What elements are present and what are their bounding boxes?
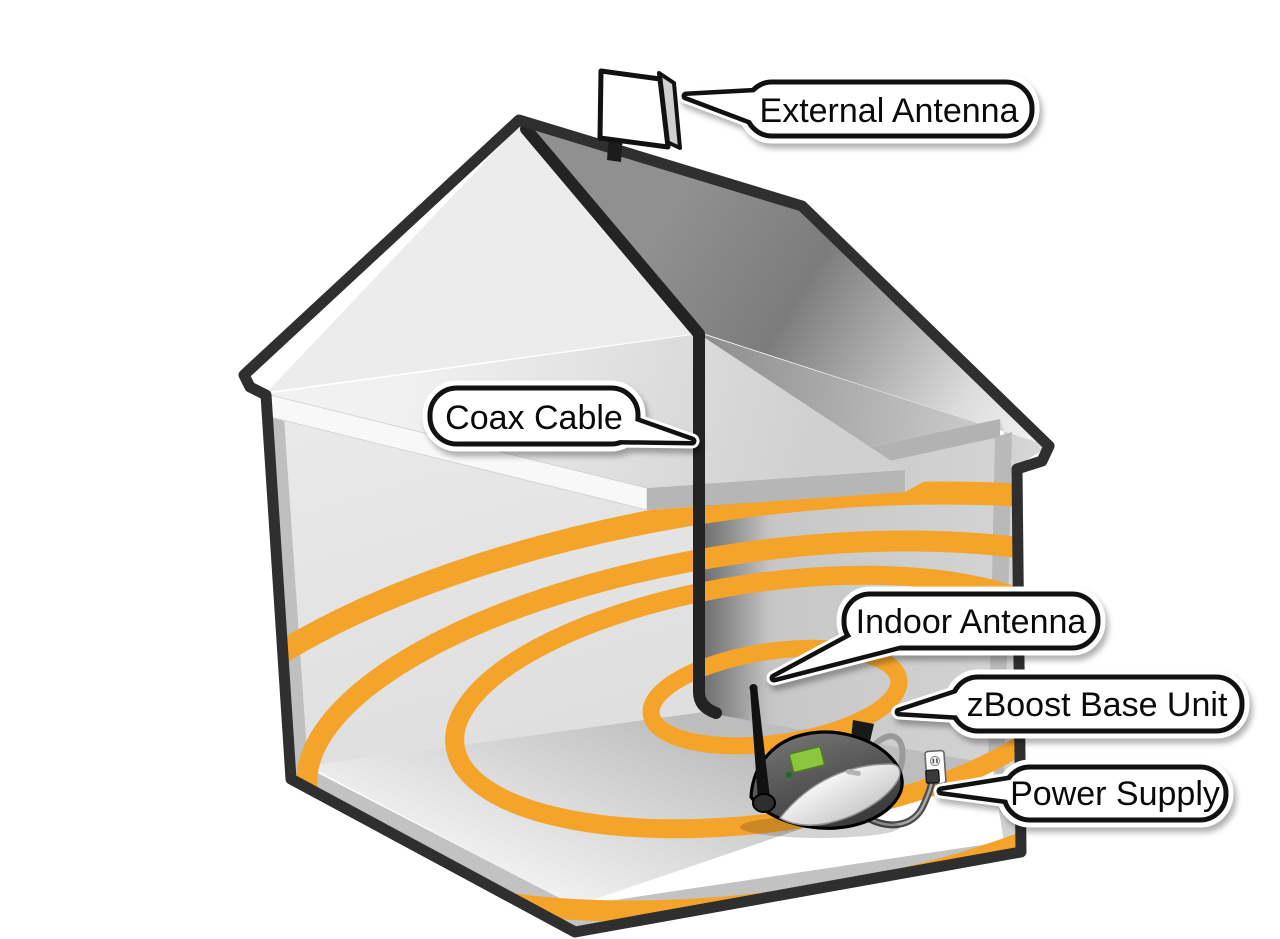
callout-label: zBoost Base Unit — [967, 686, 1228, 724]
callout-label: Coax Cable — [445, 399, 623, 437]
wall-corner-shadow — [703, 488, 768, 726]
callout-bubble — [841, 591, 1101, 651]
callout-label: External Antenna — [760, 92, 1019, 130]
foundation-band — [291, 768, 1021, 932]
signal-wave-4 — [266, 481, 1021, 930]
roof-right-plane — [519, 121, 1049, 446]
indoor-antenna — [750, 686, 770, 801]
base-unit-front-skirt — [778, 763, 901, 826]
outlet-receptacle — [929, 755, 941, 767]
callout-external-antenna: External Antenna — [678, 74, 1040, 144]
callout-label: Power Supply — [1010, 775, 1220, 813]
external-antenna — [597, 68, 682, 162]
callout-power-supply: Power Supply — [933, 759, 1234, 828]
callout-base-unit: zBoost Base Unit — [891, 669, 1250, 739]
outlet-slot-left — [932, 758, 935, 764]
indoor-antenna-tip — [749, 684, 758, 692]
callout-bubble — [427, 385, 641, 447]
indoor-antenna-hinge — [752, 793, 776, 813]
coax-cable-line — [520, 123, 722, 719]
front-latch — [845, 769, 861, 776]
base-unit — [740, 684, 906, 838]
house-outline — [238, 114, 1055, 938]
power-cord-highlight — [856, 778, 934, 826]
power-plug — [925, 769, 940, 784]
external-antenna-panel — [597, 68, 671, 150]
roof-gable-interior — [267, 126, 699, 392]
attic-slab-front-right — [647, 470, 905, 510]
outlet-slot-right — [935, 758, 938, 764]
status-led — [786, 772, 792, 778]
base-unit-label — [788, 746, 826, 773]
callout-coax-cable: Coax Cable — [422, 380, 700, 452]
callout-indoor-antenna: Indoor Antenna — [766, 586, 1106, 686]
callout-label: Indoor Antenna — [856, 603, 1087, 641]
